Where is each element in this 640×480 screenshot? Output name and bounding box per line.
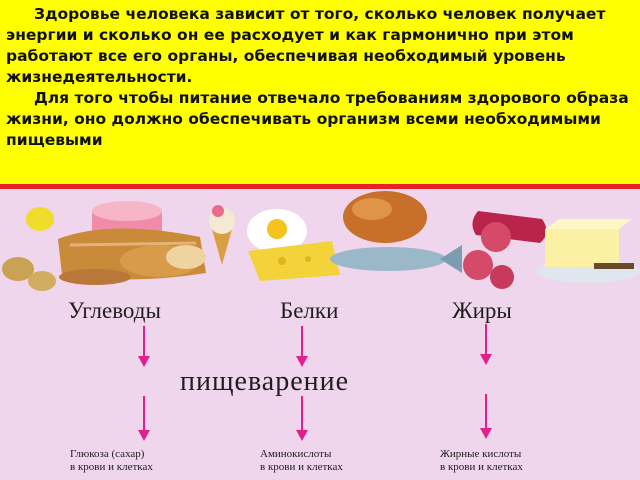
result-line: Аминокислоты	[260, 448, 332, 460]
arrow-down-icon	[296, 326, 308, 367]
result-line: Жирные кислоты	[440, 448, 522, 460]
paragraph-2: Для того чтобы питание отвечало требован…	[6, 89, 629, 149]
arrow-down-icon	[480, 324, 492, 365]
arrow-down-icon	[296, 396, 308, 441]
potato-icon	[2, 257, 34, 281]
category-label: Жиры	[452, 298, 512, 323]
salami-slice-icon	[481, 222, 511, 252]
divider-line	[0, 184, 640, 189]
category-label: Белки	[280, 298, 339, 323]
arrow-down-icon	[138, 326, 150, 367]
ice-cream-icon	[212, 229, 232, 265]
food-illustration	[2, 191, 640, 291]
result-line: Глюкоза (сахар)	[70, 448, 145, 460]
process-label: пищеварение	[180, 366, 350, 397]
result-line: в крови и клетках	[70, 461, 153, 473]
arrow-down-icon	[138, 396, 150, 441]
potato-icon	[28, 271, 56, 291]
result-label: Глюкоза (сахар) в крови и клетках	[70, 448, 153, 474]
fish-icon	[330, 247, 446, 271]
result-label: Аминокислоты в крови и клетках	[260, 448, 343, 474]
cookie-icon	[59, 269, 131, 285]
result-label: Жирные кислоты в крови и клетках	[440, 448, 523, 474]
text-block: Здоровье человека зависит от того, сколь…	[0, 0, 640, 184]
category-label: Углеводы	[68, 298, 161, 323]
butter-icon	[545, 229, 619, 267]
arrow-down-icon	[480, 394, 492, 439]
lemon-icon	[26, 207, 54, 231]
result-line: в крови и клетках	[260, 461, 343, 473]
paragraph-1: Здоровье человека зависит от того, сколь…	[6, 5, 606, 86]
cheese-icon	[248, 241, 340, 281]
result-line: в крови и клетках	[440, 461, 523, 473]
